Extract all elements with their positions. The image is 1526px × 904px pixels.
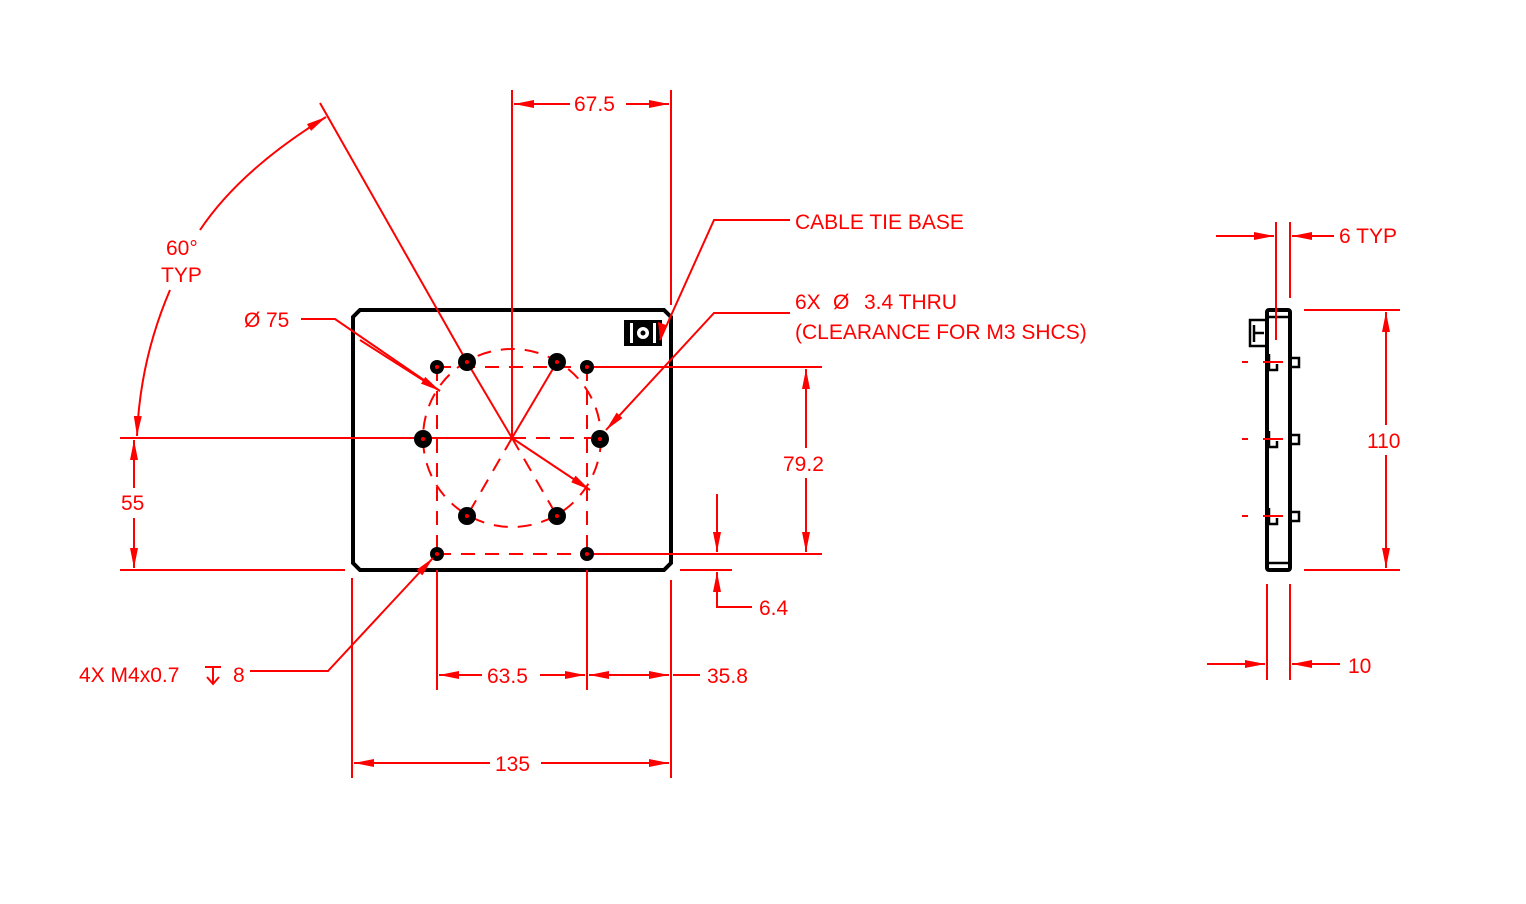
front-dimensions: 60° TYP Ø 75 67.5 CABLE TIE BASE 6X Ø 3.… [79, 90, 1087, 778]
dia-pattern-label: 75 [266, 309, 289, 332]
width-label: 135 [495, 753, 530, 776]
thickness-typ-label: 6 TYP [1339, 225, 1397, 248]
hole-height-label: 79.2 [783, 453, 824, 476]
top-offset-label: 67.5 [574, 93, 615, 116]
dia-symbol: Ø [244, 309, 260, 332]
cable-tie-base [624, 320, 662, 346]
thru-holes-note: (CLEARANCE FOR M3 SHCS) [795, 321, 1087, 344]
cable-tie-callout: CABLE TIE BASE [795, 211, 964, 234]
depth-symbol-icon [205, 666, 221, 686]
plate-outline [351, 308, 673, 572]
hole-spacing-label: 63.5 [487, 665, 528, 688]
left-height-label: 55 [121, 492, 144, 515]
thru-holes-qty: 6X [795, 291, 821, 314]
angle-note: TYP [161, 264, 202, 287]
dia-symbol-2: Ø [833, 291, 849, 314]
angle-label: 60° [166, 237, 198, 260]
thru-holes-dia: 3.4 THRU [864, 291, 957, 314]
right-offset-label: 35.8 [707, 665, 748, 688]
front-view [120, 90, 822, 572]
side-height-label: 110 [1367, 430, 1400, 453]
tapped-depth-label: 8 [233, 664, 245, 687]
side-view: 6 TYP 110 10 [1207, 222, 1400, 680]
side-thickness-label: 10 [1348, 655, 1371, 678]
bottom-offset-label: 6.4 [759, 597, 789, 620]
tapped-holes-callout: 4X M4x0.7 [79, 664, 179, 687]
